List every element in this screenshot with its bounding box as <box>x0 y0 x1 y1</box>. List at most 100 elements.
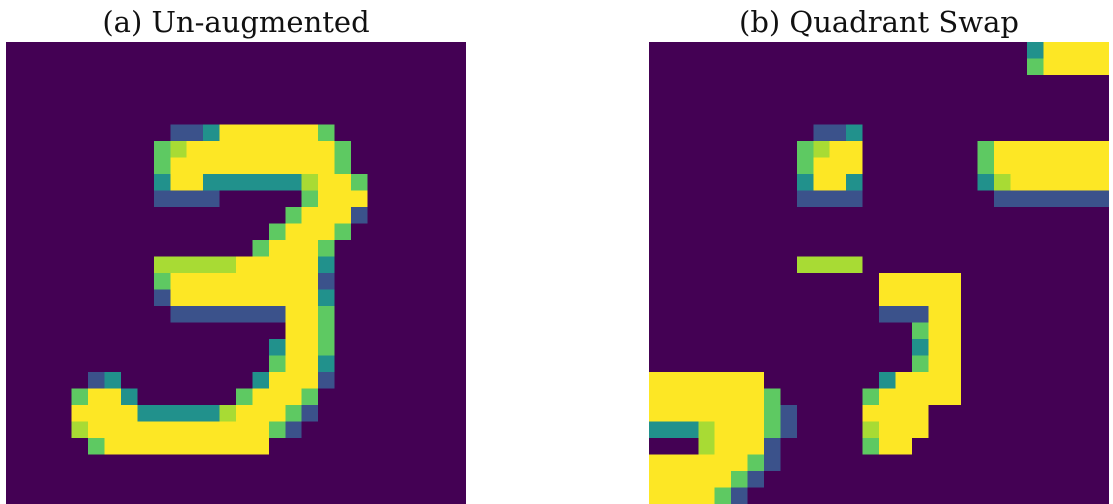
pixel <box>764 471 781 488</box>
pixel <box>977 124 995 142</box>
pixel <box>186 108 204 125</box>
pixel <box>367 256 385 274</box>
pixel <box>780 388 798 406</box>
pixel <box>698 273 716 290</box>
pixel <box>433 174 450 191</box>
pixel <box>862 91 880 109</box>
pixel <box>6 58 23 76</box>
pixel <box>944 487 962 504</box>
pixel <box>1043 388 1061 406</box>
pixel <box>731 223 748 241</box>
pixel <box>88 240 105 257</box>
pixel <box>22 421 40 439</box>
pixel <box>862 355 880 373</box>
pixel <box>862 471 880 488</box>
pixel <box>961 306 978 323</box>
pixel <box>747 454 765 472</box>
pixel <box>698 372 716 389</box>
pixel <box>879 223 896 241</box>
pixel <box>862 42 880 59</box>
pixel <box>236 108 253 125</box>
pixel <box>268 91 286 109</box>
pixel <box>121 289 138 307</box>
pixel <box>961 141 978 158</box>
pixel <box>383 438 401 455</box>
pixel <box>88 322 105 340</box>
pixel <box>252 157 270 175</box>
pixel <box>1092 190 1109 208</box>
pixel <box>433 405 450 422</box>
pixel <box>433 388 450 406</box>
pixel <box>186 322 204 340</box>
pixel <box>649 207 666 224</box>
pixel <box>121 471 138 488</box>
pixel <box>829 306 847 323</box>
pixel <box>846 91 863 109</box>
pixel <box>1026 454 1044 472</box>
pixel <box>137 454 155 472</box>
pixel <box>121 207 138 224</box>
pixel <box>977 273 995 290</box>
pixel <box>780 372 798 389</box>
pixel <box>895 339 913 356</box>
pixel <box>944 405 962 422</box>
pixel <box>1010 438 1028 455</box>
pixel <box>681 75 699 92</box>
pixel <box>731 355 748 373</box>
pixel <box>681 223 699 241</box>
pixel <box>731 471 748 488</box>
pixel <box>449 108 466 125</box>
pixel <box>813 75 831 92</box>
pixel <box>252 322 270 340</box>
pixel <box>780 487 798 504</box>
pixel <box>433 471 450 488</box>
pixel <box>1092 306 1109 323</box>
pixel <box>994 454 1011 472</box>
pixel <box>1059 471 1077 488</box>
pixel <box>1026 174 1044 191</box>
pixel <box>219 273 237 290</box>
pixel <box>334 487 352 504</box>
pixel <box>416 306 434 323</box>
pixel <box>1092 355 1109 373</box>
pixel <box>928 306 946 323</box>
pixel <box>203 174 220 191</box>
pixel <box>1092 58 1109 76</box>
pixel <box>714 42 732 59</box>
pixel <box>911 355 929 373</box>
pixel <box>38 405 56 422</box>
pixel <box>879 240 896 257</box>
pixel <box>681 108 699 125</box>
pixel <box>1010 372 1028 389</box>
pixel <box>301 339 319 356</box>
pixel <box>285 339 303 356</box>
pixel <box>1010 207 1028 224</box>
pixel <box>961 223 978 241</box>
pixel <box>186 124 204 142</box>
pixel <box>1059 240 1077 257</box>
pixel <box>944 91 962 109</box>
pixel <box>1059 207 1077 224</box>
pixel <box>55 75 73 92</box>
pixel <box>203 223 220 241</box>
pixel <box>895 157 913 175</box>
pixel <box>71 421 89 439</box>
pixel <box>1043 207 1061 224</box>
pixel <box>994 190 1011 208</box>
pixel <box>416 388 434 406</box>
pixel <box>1076 273 1093 290</box>
pixel <box>285 256 303 274</box>
pixel <box>38 190 56 208</box>
pixel <box>367 124 385 142</box>
pixel <box>383 157 401 175</box>
pixel <box>714 124 732 142</box>
pixel <box>681 372 699 389</box>
pixel <box>829 487 847 504</box>
pixel <box>219 75 237 92</box>
pixel <box>449 207 466 224</box>
pixel <box>6 223 23 241</box>
pixel <box>55 240 73 257</box>
pixel <box>252 471 270 488</box>
pixel <box>928 322 946 340</box>
pixel <box>879 75 896 92</box>
